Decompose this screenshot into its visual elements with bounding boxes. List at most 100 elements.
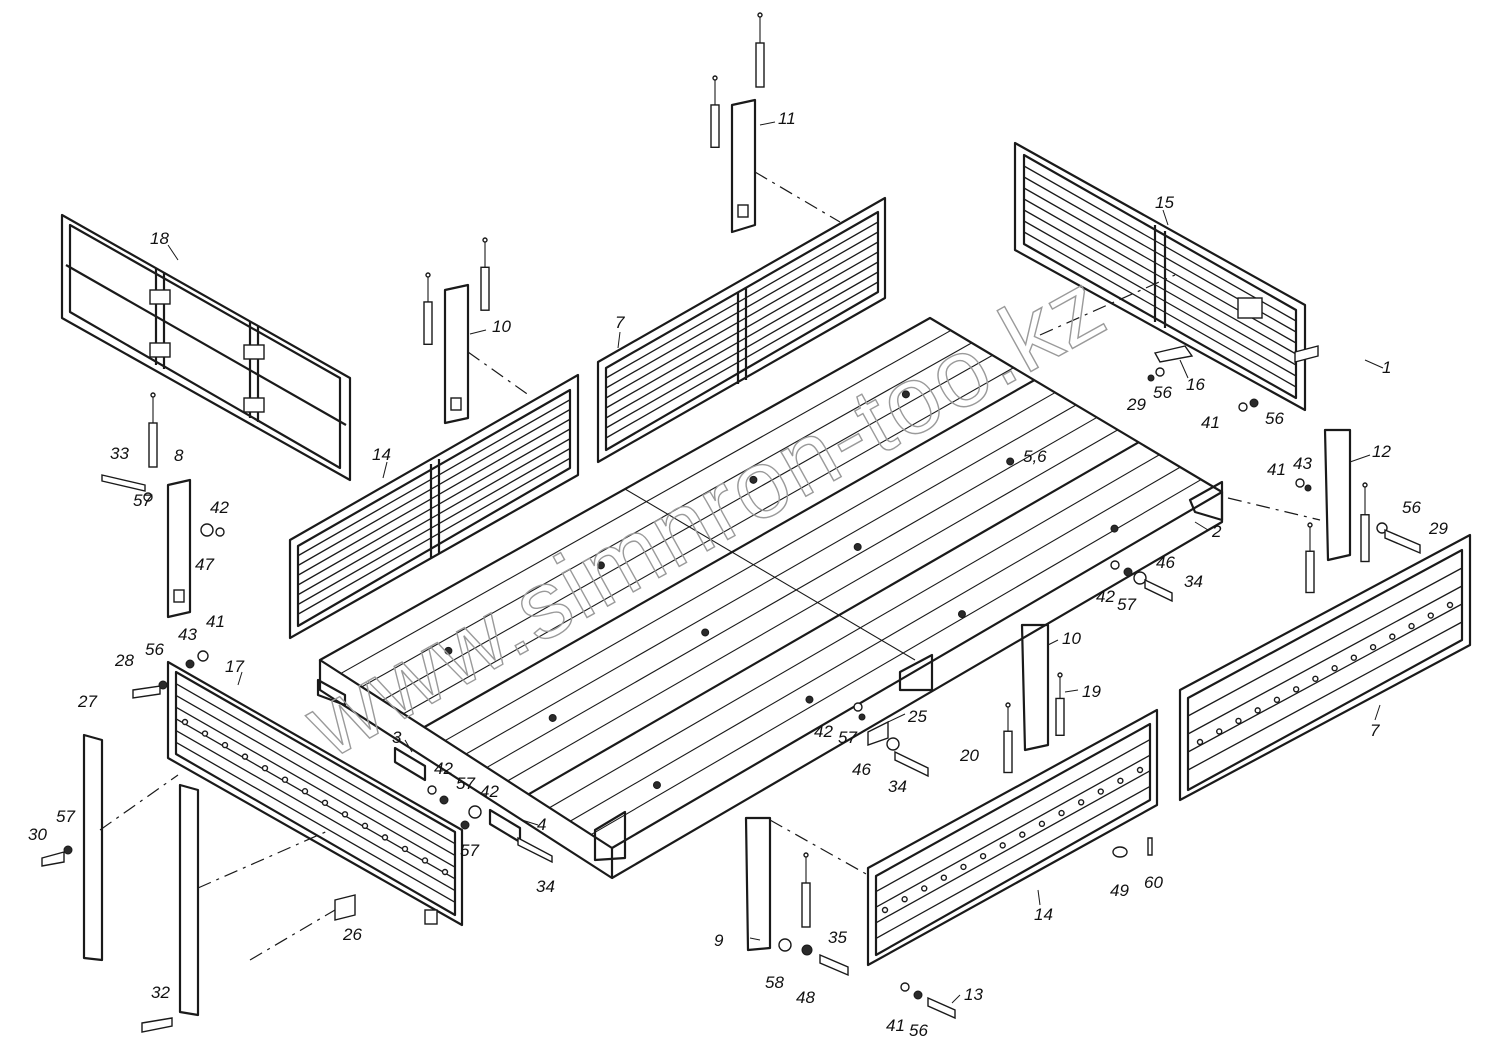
callout-43-b: 43	[1293, 454, 1312, 473]
lock-bar-body	[148, 422, 158, 468]
callout-29-right: 29	[1428, 519, 1448, 538]
side-panel-14-lower	[866, 708, 1159, 967]
floor-plank-line	[403, 367, 1014, 715]
panel-bolt	[979, 852, 987, 860]
callout-49: 49	[1110, 881, 1129, 900]
callout-56-d: 56	[1402, 498, 1421, 517]
panel-bolt	[1331, 665, 1338, 672]
callout-57-e: 57	[460, 841, 479, 860]
callout-3: 3	[392, 728, 402, 747]
floor-plank-line	[465, 404, 1077, 755]
panel-slat	[1023, 165, 1297, 322]
lock-bar-body	[423, 301, 433, 346]
callout-25: 25	[907, 707, 927, 726]
callout-47: 47	[195, 555, 214, 574]
callout-41-b: 41	[1201, 413, 1220, 432]
lock-bar-tip	[1005, 702, 1011, 708]
callout-11: 11	[778, 109, 796, 128]
lock-bar-body	[1360, 514, 1370, 563]
panel-bolt	[1196, 738, 1204, 746]
rear-panel-15	[1013, 141, 1307, 412]
callout-19: 19	[1082, 682, 1101, 701]
floor-bolt-hole	[652, 781, 661, 790]
callout-35: 35	[828, 928, 847, 947]
lock-bar-body	[801, 882, 811, 928]
callout-29-upper: 29	[1126, 395, 1146, 414]
panel-slat	[1187, 603, 1463, 753]
floor-plank-line	[528, 441, 1140, 796]
panel-bolt	[1273, 696, 1281, 704]
callout-7-upper: 7	[615, 313, 625, 332]
callout-12: 12	[1372, 442, 1391, 461]
panel-slat	[1023, 220, 1297, 377]
lock-bar-tip	[150, 392, 156, 398]
callout-30: 30	[28, 825, 47, 844]
panel-slat	[875, 739, 1151, 893]
callout-2: 2	[1211, 522, 1222, 541]
watermark-text: www.simnron-too.kz	[287, 251, 1122, 779]
panel-bolt	[999, 842, 1006, 849]
lock-bar-body	[1305, 550, 1315, 594]
lock-bar-tip	[757, 12, 763, 18]
panel-slat	[605, 231, 879, 389]
panel-bolt	[201, 730, 209, 737]
lock-bar-body	[755, 42, 765, 88]
panel-slat	[175, 694, 456, 856]
panel-bolt	[241, 753, 249, 760]
panel-slat	[605, 281, 879, 439]
callout-34-left: 34	[536, 877, 555, 896]
floor-plank-line	[361, 342, 972, 688]
panel-bolt	[261, 764, 269, 772]
panel-bolt	[1254, 707, 1261, 714]
panel-slat	[297, 457, 571, 615]
panel-slat	[1023, 231, 1297, 388]
panel-slat	[175, 730, 456, 892]
panel-slat	[875, 770, 1151, 924]
callout-17: 17	[225, 657, 244, 676]
callout-46-b: 46	[852, 760, 871, 779]
callout-56-c: 56	[1265, 409, 1284, 428]
floor-plank-line	[444, 392, 1056, 742]
panel-bolt	[1389, 633, 1396, 640]
panel-slat	[1023, 198, 1297, 355]
callout-56-b: 56	[1153, 383, 1172, 402]
lock-bar-tip	[1362, 482, 1368, 488]
panel-bolt	[960, 863, 967, 871]
callout-16: 16	[1186, 375, 1205, 394]
callout-41-c: 41	[1267, 460, 1286, 479]
callout-32: 32	[151, 983, 170, 1002]
lock-bar-body	[1055, 697, 1065, 737]
side-panel-17	[166, 660, 464, 927]
callout-56-a: 56	[145, 640, 164, 659]
callout-leaders	[167, 121, 1384, 1004]
callout-57-a: 57	[133, 491, 152, 510]
callout-28: 28	[114, 651, 134, 670]
lock-bar-tip	[1307, 522, 1313, 528]
panel-slat	[605, 271, 879, 429]
panel-bolt	[341, 811, 349, 818]
callout-4: 4	[537, 815, 546, 834]
panel-bolt	[1235, 717, 1242, 725]
panel-slat	[605, 251, 879, 409]
panel-bolt	[1350, 654, 1358, 661]
callout-34-center: 34	[888, 777, 907, 796]
panel-bolt	[1136, 766, 1144, 774]
floor-bolt-hole	[749, 475, 758, 484]
callout-57-f: 57	[56, 807, 75, 826]
callout-10-lower: 10	[1062, 629, 1081, 648]
panel-slat	[605, 241, 879, 399]
lock-bars	[148, 12, 1370, 928]
callout-9: 9	[714, 931, 724, 950]
callout-26: 26	[342, 925, 362, 944]
callout-1: 1	[1382, 358, 1391, 377]
front-frame-panel-18	[60, 213, 352, 482]
callout-14-upper: 14	[372, 445, 391, 464]
panel-slat	[1187, 567, 1463, 717]
panel-bolt	[381, 834, 389, 841]
callout-5-6: 5,6	[1023, 447, 1047, 466]
floor-bolt-hole	[596, 561, 605, 570]
callout-33: 33	[110, 444, 129, 463]
floor-plank-line	[382, 354, 993, 701]
panel-bolt	[321, 799, 329, 806]
panel-slat	[875, 754, 1151, 908]
